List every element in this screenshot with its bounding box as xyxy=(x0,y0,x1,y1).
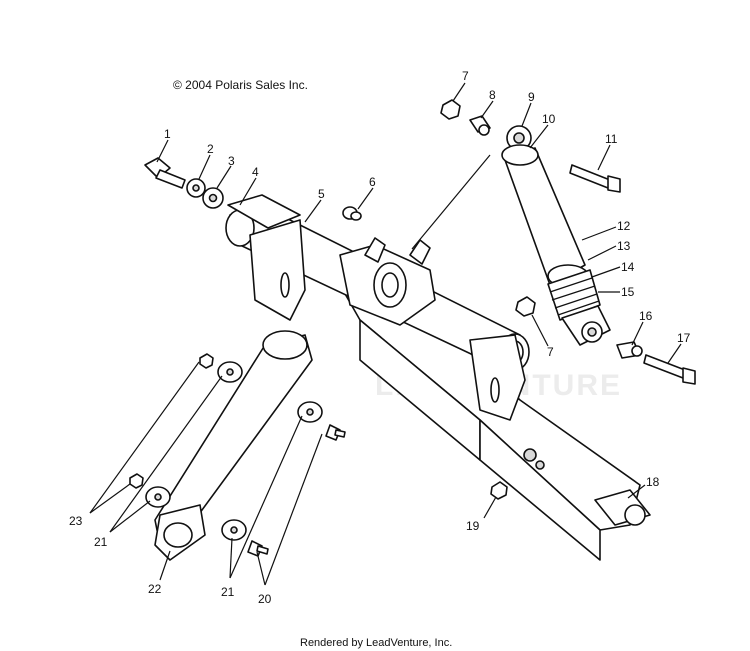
nut-19 xyxy=(490,481,508,500)
callout-21-lower: 21 xyxy=(221,585,235,599)
callout-3: 3 xyxy=(228,154,235,168)
nut-7-lower xyxy=(515,296,536,317)
callout-10: 10 xyxy=(542,112,556,126)
callout-7-top: 7 xyxy=(462,69,469,83)
callout-9: 9 xyxy=(528,90,535,104)
copyright-text: © 2004 Polaris Sales Inc. xyxy=(173,78,308,92)
bushing-8 xyxy=(469,115,491,136)
callout-16: 16 xyxy=(639,309,653,323)
footer-text: Rendered by LeadVenture, Inc. xyxy=(300,637,452,649)
bolt-20-upper xyxy=(325,424,346,441)
callout-1: 1 xyxy=(164,127,171,141)
callout-4: 4 xyxy=(252,165,259,179)
callout-17: 17 xyxy=(677,331,691,345)
nut-23-lower xyxy=(129,473,144,489)
callout-12: 12 xyxy=(617,219,631,233)
callout-6: 6 xyxy=(369,175,376,189)
bolt-11 xyxy=(569,164,621,193)
bolt-20-lower xyxy=(247,540,269,557)
callout-22: 22 xyxy=(148,582,162,596)
bolt-1 xyxy=(144,157,186,189)
callout-23: 23 xyxy=(69,514,83,528)
swing-arm xyxy=(225,194,651,561)
bolt-17 xyxy=(643,354,696,385)
callout-5: 5 xyxy=(318,187,325,201)
callout-8: 8 xyxy=(489,88,496,102)
callout-18: 18 xyxy=(646,475,660,489)
callout-13: 13 xyxy=(617,239,631,253)
callout-11: 11 xyxy=(605,132,618,146)
nut-23-upper xyxy=(199,353,214,369)
callout-15: 15 xyxy=(621,285,635,299)
callout-19: 19 xyxy=(466,519,480,533)
callout-20: 20 xyxy=(258,592,272,606)
link-plate-22 xyxy=(154,330,313,561)
nut-7-top xyxy=(440,99,461,120)
callout-2: 2 xyxy=(207,142,214,156)
callouts: 1 2 3 4 5 6 7 8 9 10 11 12 13 14 15 7 16… xyxy=(69,69,691,606)
shock-absorber xyxy=(501,125,611,346)
callout-14: 14 xyxy=(621,260,635,274)
bushing-16 xyxy=(616,341,643,359)
callout-21-upper: 21 xyxy=(94,535,108,549)
leader-lines xyxy=(89,82,682,586)
clip-6 xyxy=(342,206,362,221)
callout-7-lower: 7 xyxy=(547,345,554,359)
